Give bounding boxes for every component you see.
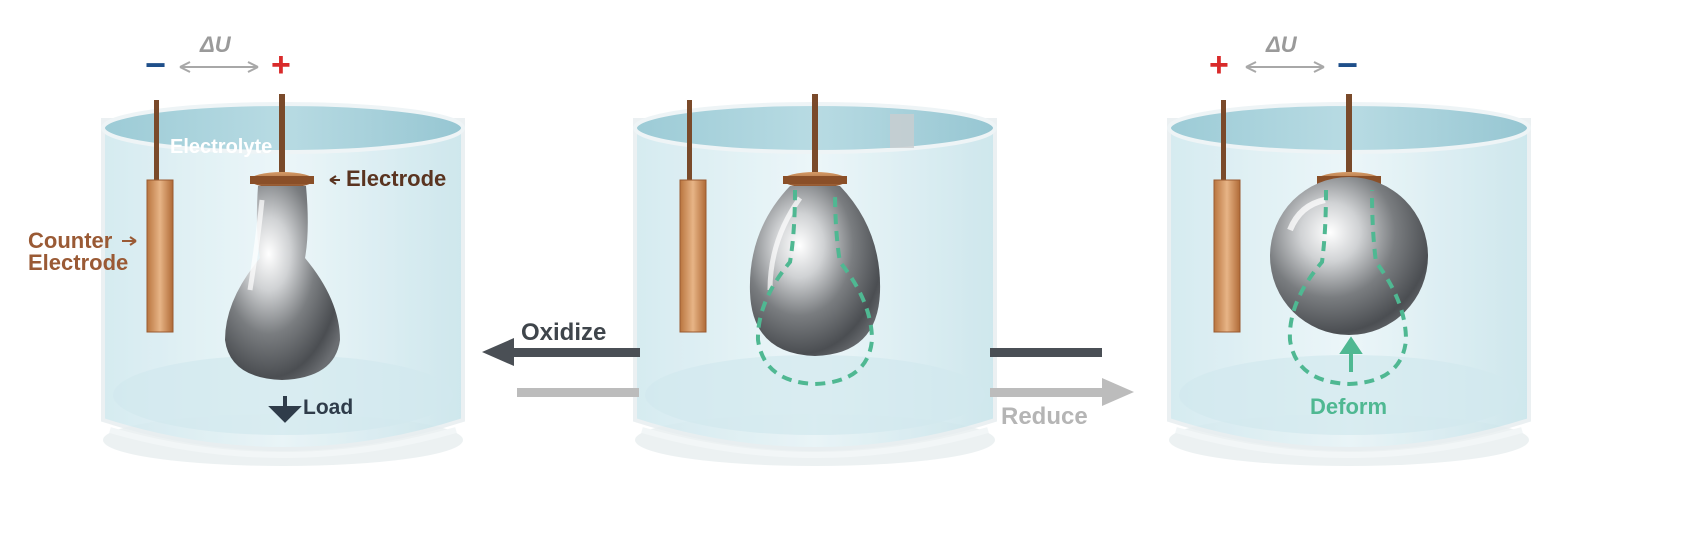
- load-label: Load: [303, 396, 354, 419]
- counter-electrode-left: [146, 100, 174, 333]
- electrode-label: Electrode: [346, 166, 447, 191]
- electrolyte-label: Electrolyte: [170, 136, 273, 158]
- electrode-left: [250, 94, 314, 188]
- deform-label: Deform: [1310, 394, 1388, 419]
- oxidize-return-bar: [517, 388, 639, 397]
- oxidize-arrow: [482, 338, 640, 366]
- teardrop-outline-middle: [755, 189, 875, 387]
- positive-terminal-right: +: [1209, 46, 1229, 84]
- negative-terminal-right: −: [1337, 44, 1359, 85]
- positive-terminal-left: +: [271, 46, 291, 84]
- metal-droplet-left: [225, 186, 340, 380]
- reduce-label: Reduce: [1001, 403, 1088, 430]
- counter-electrode-label-line1: Counter: [28, 228, 113, 253]
- reduce-lead-bar: [990, 348, 1102, 357]
- reduce-arrow: [990, 378, 1134, 406]
- negative-terminal-left: −: [145, 44, 167, 85]
- load-arrow: [268, 396, 302, 423]
- teardrop-outline-right: [1287, 189, 1409, 387]
- metal-sphere-right: [1270, 177, 1428, 335]
- oxidize-label: Oxidize: [521, 319, 607, 346]
- voltage-label-right: ΔU: [1266, 32, 1297, 57]
- voltage-label-left: ΔU: [200, 32, 231, 57]
- deform-arrow: [1339, 336, 1363, 372]
- electrode-middle: [783, 94, 847, 188]
- counter-electrode-label-line2: Electrode: [28, 250, 129, 275]
- counter-electrode-middle: [679, 100, 707, 333]
- counter-electrode-right: [1213, 100, 1241, 333]
